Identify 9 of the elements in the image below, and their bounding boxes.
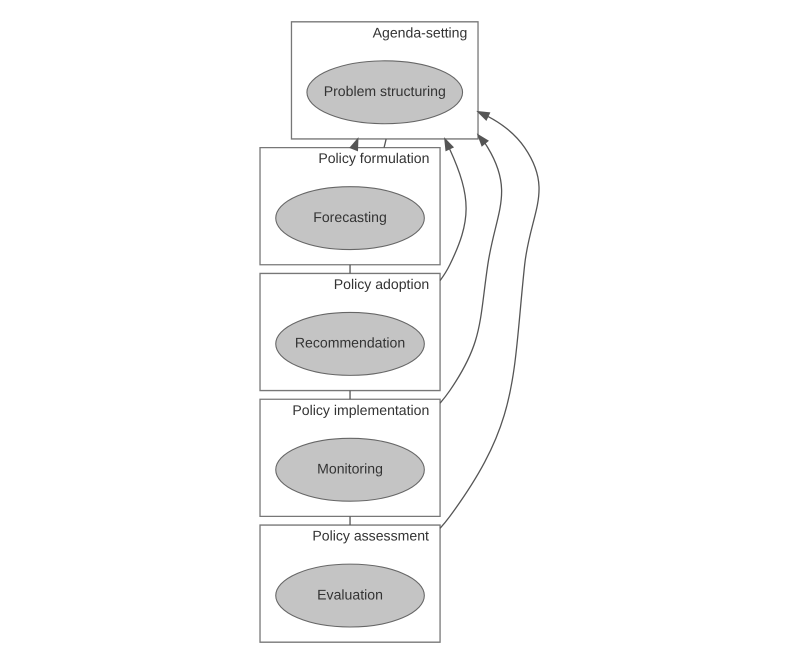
node-ellipse: Evaluation — [275, 564, 425, 628]
node-ellipse: Forecasting — [275, 186, 425, 250]
node-ellipse: Monitoring — [275, 438, 425, 502]
arrow — [440, 110, 540, 529]
node-ellipse: Problem structuring — [306, 60, 464, 124]
connector — [383, 138, 387, 148]
arrow — [440, 137, 467, 281]
arrow — [440, 133, 502, 404]
node-ellipse: Recommendation — [275, 312, 425, 376]
